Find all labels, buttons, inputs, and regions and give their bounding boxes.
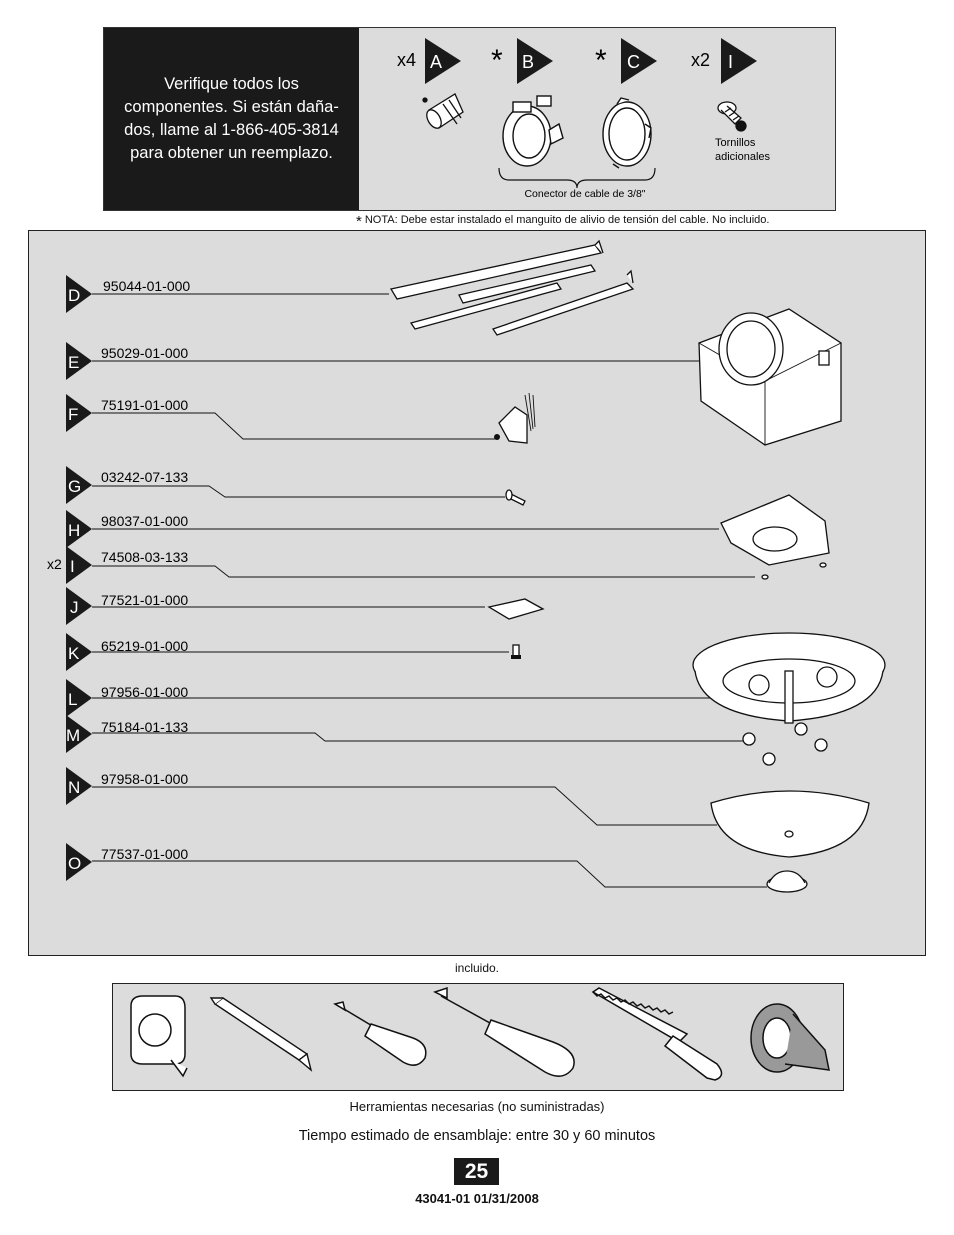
light-housing-icon xyxy=(692,632,886,724)
part-d-letter: D xyxy=(68,286,80,305)
part-i2-number: 74508-03-133 xyxy=(101,549,188,565)
part-n-flag xyxy=(66,767,92,805)
included-text: incluido. xyxy=(454,961,500,975)
part-f-number: 75191-01-000 xyxy=(101,397,188,413)
tools-illustration xyxy=(130,986,830,1081)
receptacle-icon xyxy=(494,392,536,444)
notice-line: dos, llame al 1-866-405-3814 xyxy=(124,121,339,139)
assembly-time: Tiempo estimado de ensamblaje: entre 30 … xyxy=(298,1128,656,1144)
wire-nut-icon xyxy=(422,93,464,129)
part-j-letter: J xyxy=(70,598,79,617)
part-c-flag xyxy=(621,38,657,84)
screws-label-line2: adicionales xyxy=(715,151,771,163)
part-n-letter: N xyxy=(68,778,80,797)
part-c-letter: C xyxy=(627,52,640,72)
part-b-flag xyxy=(517,38,553,84)
flathead-screwdriver-icon xyxy=(433,986,575,1077)
bracket-j-icon xyxy=(487,598,545,620)
notice-line: componentes. Si están daña- xyxy=(124,98,339,116)
parts-diagram: .ln{fill:none;stroke:#111;stroke-width:0… xyxy=(47,239,886,893)
part-k-flag xyxy=(66,633,92,671)
tools-caption: Herramientas necesarias (no suministrada… xyxy=(349,1099,605,1114)
part-g-number: 03242-07-133 xyxy=(101,469,188,485)
part-l-letter: L xyxy=(68,690,77,709)
parts-list-panel: .ln{fill:none;stroke:#111;stroke-width:0… xyxy=(28,230,926,956)
part-d-flag xyxy=(66,275,92,313)
part-e-number: 95029-01-000 xyxy=(101,345,188,361)
hardware-parts-illustration: x4 A * B * C Conector de cable d xyxy=(397,38,771,200)
part-e-flag xyxy=(66,342,92,380)
part-d-number: 95044-01-000 xyxy=(103,278,190,294)
finial-cap-icon xyxy=(766,870,808,893)
note: *NOTA: Debe estar instalado el manguito … xyxy=(356,210,770,230)
page-number: 25 xyxy=(454,1158,499,1185)
part-i2-letter: I xyxy=(70,557,75,576)
part-e-letter: E xyxy=(68,353,79,372)
cable-connector-b-icon xyxy=(502,95,564,167)
tools-box xyxy=(112,983,844,1091)
tape-measure-icon xyxy=(130,995,188,1078)
glass-shade-icon xyxy=(710,790,870,858)
note-star: * xyxy=(356,213,362,230)
part-i2-qty: x2 xyxy=(47,556,62,572)
part-o-flag xyxy=(66,843,92,881)
connector-brace xyxy=(498,167,656,189)
screws-label-line1: Tornillos xyxy=(715,137,756,149)
screw-g-icon xyxy=(505,489,526,506)
part-i-qty: x2 xyxy=(691,50,710,70)
drywall-saw-icon xyxy=(591,987,723,1081)
note-text: NOTA: Debe estar instalado el manguito d… xyxy=(364,214,770,226)
part-h-letter: H xyxy=(68,521,80,540)
part-k-number: 65219-01-000 xyxy=(101,638,188,654)
part-i-letter: I xyxy=(728,52,733,72)
part-c-mark: * xyxy=(595,44,607,77)
screw-i-icon xyxy=(717,101,747,132)
part-j-flag xyxy=(66,587,92,625)
part-a-qty: x4 xyxy=(397,50,416,70)
part-o-number: 77537-01-000 xyxy=(101,846,188,862)
screw-k-icon xyxy=(511,644,521,659)
part-h-flag xyxy=(66,510,92,548)
mounting-plate-icon xyxy=(720,494,830,566)
part-l-flag xyxy=(66,679,92,717)
fan-housing-icon xyxy=(698,308,842,446)
part-g-letter: G xyxy=(68,477,81,496)
phillips-screwdriver-icon xyxy=(333,1001,427,1066)
part-o-letter: O xyxy=(68,854,81,873)
check-components-notice: Verifique todos los componentes. Si está… xyxy=(104,28,359,210)
part-j-number: 77521-01-000 xyxy=(101,592,188,608)
part-n-number: 97958-01-000 xyxy=(101,771,188,787)
part-h-number: 98037-01-000 xyxy=(101,513,188,529)
part-m-letter: M xyxy=(66,726,80,745)
screws-i-icon xyxy=(761,562,827,580)
locknut-c-icon xyxy=(602,97,652,169)
document-id: 43041-01 01/31/2008 xyxy=(415,1191,539,1206)
notice-line: para obtener un reemplazo. xyxy=(130,144,333,162)
electrical-tape-icon xyxy=(750,1003,830,1073)
part-k-letter: K xyxy=(68,644,80,663)
part-f-flag xyxy=(66,394,92,432)
parts-check-box: Verifique todos los componentes. Si está… xyxy=(103,27,836,211)
part-b-letter: B xyxy=(522,52,534,72)
part-a-flag xyxy=(425,38,461,84)
part-b-mark: * xyxy=(491,44,503,77)
part-g-flag xyxy=(66,466,92,504)
mounting-bar-icon xyxy=(389,239,635,336)
notice-line: Verifique todos los xyxy=(164,75,299,93)
part-l-number: 97956-01-000 xyxy=(101,684,188,700)
nuts-m-icon xyxy=(742,722,828,766)
part-i-flag xyxy=(721,38,757,84)
part-m-number: 75184-01-133 xyxy=(101,719,188,735)
part-i2-flag xyxy=(66,546,92,584)
connector-label: Conector de cable de 3/8" xyxy=(524,188,645,200)
part-f-letter: F xyxy=(68,405,78,424)
part-a-letter: A xyxy=(430,52,442,72)
part-m-flag xyxy=(66,715,92,753)
pencil-icon xyxy=(209,997,313,1072)
